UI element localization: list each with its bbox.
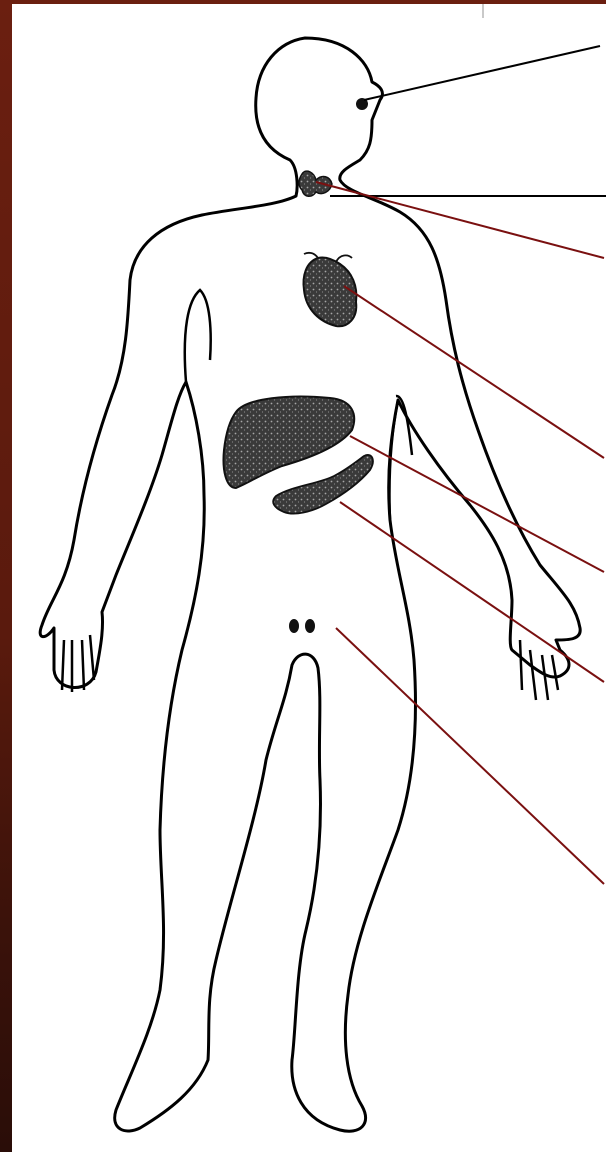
leader-line-pineal (364, 46, 600, 100)
gonads-icon (289, 619, 299, 633)
gonads-icon (305, 619, 315, 633)
body-outline (40, 38, 580, 1131)
